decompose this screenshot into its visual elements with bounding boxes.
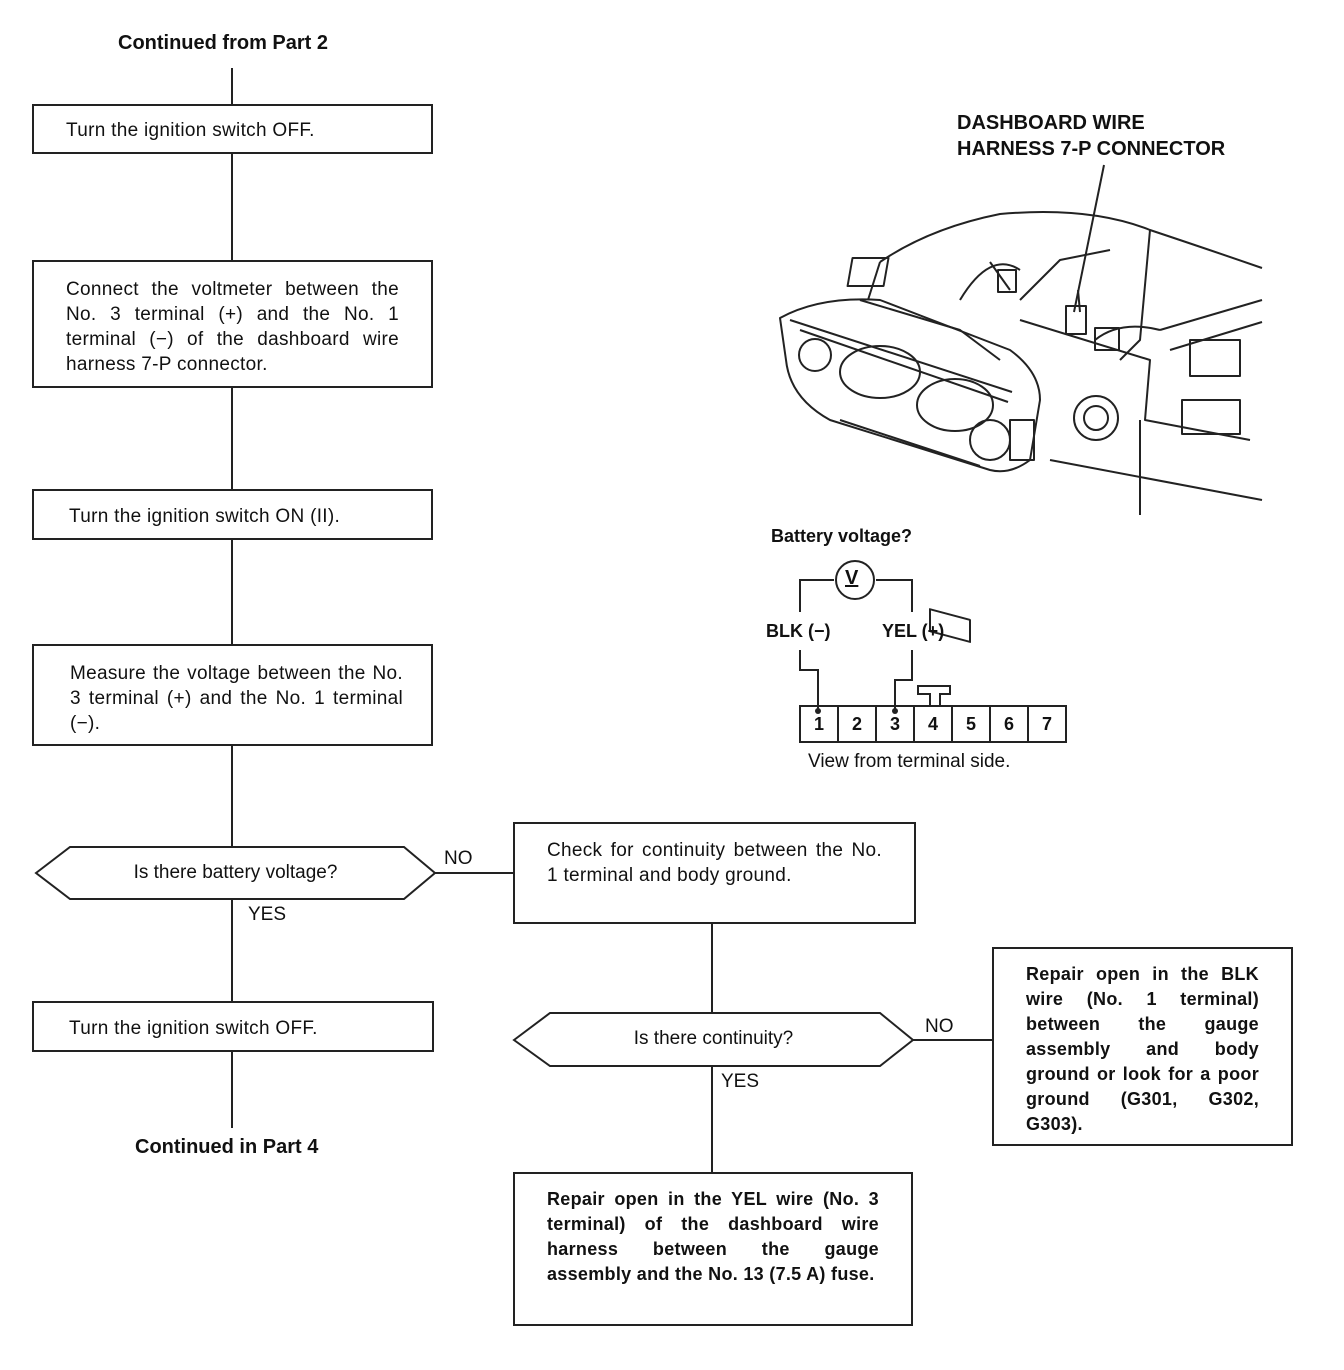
- voltmeter-symbol: V: [845, 567, 859, 589]
- step-ignition-off-2: Turn the ignition switch OFF.: [32, 1001, 434, 1052]
- yel-wire-label: YEL (+): [882, 621, 945, 641]
- pin-3: 3: [889, 714, 900, 734]
- pin-4: 4: [927, 714, 938, 734]
- connector-label-line1: DASHBOARD WIRE: [957, 112, 1145, 134]
- step-check-continuity: Check for continuity between the No. 1 t…: [513, 822, 916, 924]
- pin-7: 7: [1041, 714, 1052, 734]
- decision1-yes-label: YES: [248, 904, 287, 925]
- decision-battery-shape: [34, 846, 437, 900]
- step-measure-voltage: Measure the voltage between the No. 3 te…: [32, 644, 433, 746]
- continued-from-label: Continued from Part 2: [118, 32, 329, 54]
- pin-2: 2: [851, 714, 862, 734]
- step-ignition-off: Turn the ignition switch OFF.: [32, 104, 433, 154]
- blk-wire-label: BLK (−): [766, 621, 831, 641]
- repair-yel-wire: Repair open in the YEL wire (No. 3 termi…: [513, 1172, 913, 1326]
- decision-continuity-shape: [512, 1012, 915, 1067]
- connector-label: DASHBOARD WIRE HARNESS 7-P CONNECTOR: [957, 110, 1225, 162]
- decision-continuity: Is there continuity?: [633, 1028, 794, 1049]
- step-ignition-off-text: Turn the ignition switch OFF.: [66, 120, 315, 141]
- dashboard-illustration: [779, 164, 1263, 643]
- step-check-continuity-text: Check for continuity between the No. 1 t…: [547, 840, 882, 886]
- step-connect-voltmeter-text: Connect the voltmeter between the No. 3 …: [66, 279, 399, 375]
- repair-blk-wire: Repair open in the BLK wire (No. 1 termi…: [992, 947, 1293, 1146]
- decision1-no-label: NO: [444, 848, 473, 869]
- step-ignition-off-2-text: Turn the ignition switch OFF.: [69, 1018, 318, 1039]
- continued-in-label: Continued in Part 4: [135, 1136, 319, 1158]
- decision2-yes-label: YES: [721, 1071, 760, 1092]
- meter-schematic: [799, 560, 1067, 743]
- decision-battery-voltage: Is there battery voltage?: [133, 862, 338, 883]
- terminal-view-caption: View from terminal side.: [808, 751, 1011, 772]
- connector-label-line2: HARNESS 7-P CONNECTOR: [957, 138, 1226, 160]
- pin-1: 1: [813, 714, 824, 734]
- step-ignition-on: Turn the ignition switch ON (II).: [32, 489, 433, 540]
- repair-yel-wire-text: Repair open in the YEL wire (No. 3 termi…: [547, 1189, 879, 1284]
- repair-blk-wire-text: Repair open in the BLK wire (No. 1 termi…: [1026, 964, 1259, 1134]
- step-ignition-on-text: Turn the ignition switch ON (II).: [69, 506, 341, 527]
- pin-5: 5: [965, 714, 976, 734]
- step-connect-voltmeter: Connect the voltmeter between the No. 3 …: [32, 260, 433, 388]
- pin-6: 6: [1003, 714, 1014, 734]
- battery-voltage-question: Battery voltage?: [771, 526, 913, 546]
- step-measure-voltage-text: Measure the voltage between the No. 3 te…: [70, 663, 403, 734]
- decision2-no-label: NO: [925, 1016, 954, 1037]
